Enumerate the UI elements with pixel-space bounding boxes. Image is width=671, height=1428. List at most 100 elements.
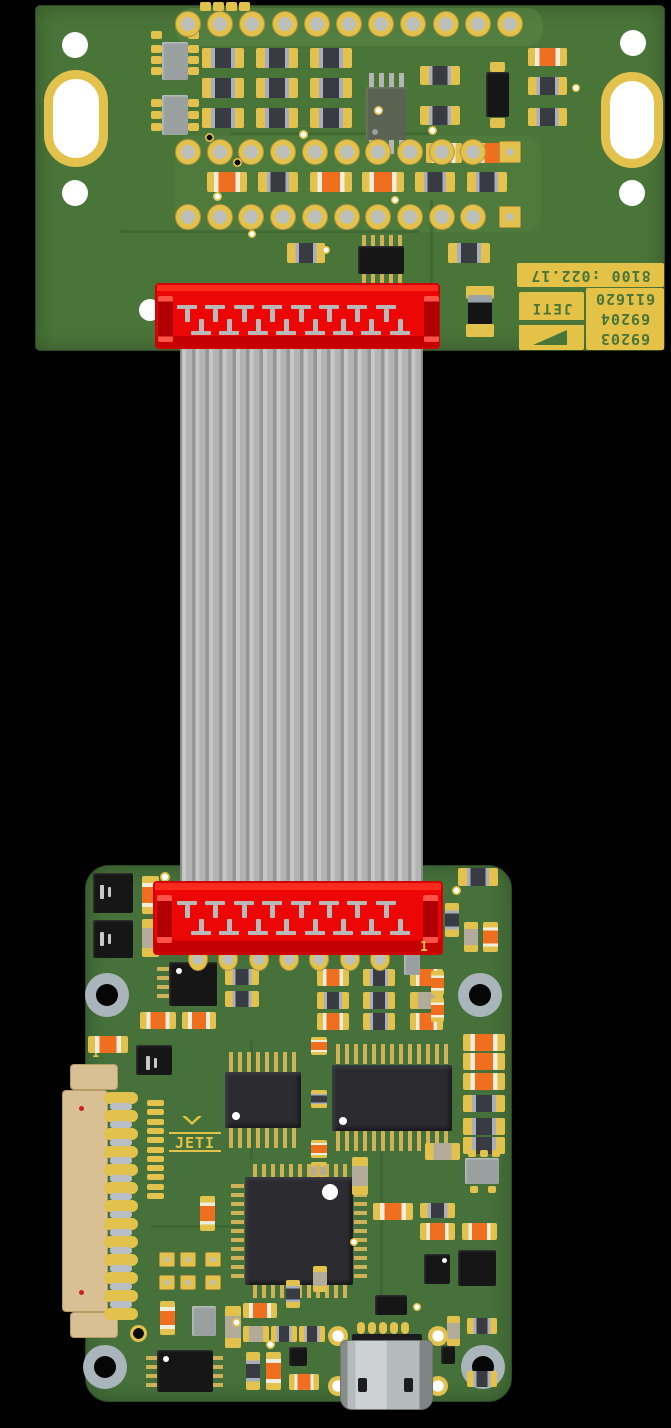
pin1-marker	[442, 1258, 447, 1263]
via	[213, 192, 222, 201]
smd-resistor	[448, 243, 490, 263]
smd-resistor	[299, 1326, 325, 1342]
ffc-contact	[104, 1092, 138, 1104]
ic-print-mark	[108, 934, 111, 944]
via	[391, 196, 399, 204]
ffc-contact	[104, 1200, 138, 1212]
solder-pad	[151, 56, 162, 64]
through-hole-pad	[333, 139, 360, 165]
connector-pin	[284, 319, 290, 332]
jeti-logo-text: JETI	[169, 1132, 221, 1152]
via	[232, 1318, 241, 1327]
smd-resistor	[225, 991, 259, 1007]
mounting-hole	[469, 984, 491, 1006]
mounting-slot	[601, 72, 663, 168]
ic-print-mark	[100, 932, 104, 946]
usb-mount-pad	[428, 1376, 448, 1396]
smd-resistor	[462, 1223, 497, 1240]
connector-pin	[227, 919, 233, 932]
smd-resistor	[310, 48, 352, 68]
solder-pad	[226, 2, 237, 11]
ffc-contact	[104, 1290, 138, 1302]
through-hole-pad	[464, 11, 491, 37]
ic-chip	[486, 72, 509, 117]
ic-pins	[336, 1131, 448, 1151]
solder-pad	[488, 1186, 496, 1193]
ffc-contact-slot	[110, 1211, 132, 1218]
pcb-trace	[380, 1150, 383, 1300]
through-hole-pad	[207, 11, 234, 37]
ffc-contact-slot	[110, 1175, 132, 1182]
idc-connector-bottom	[153, 881, 443, 955]
ic-chip	[358, 246, 404, 274]
smd-resistor	[256, 78, 298, 98]
through-hole-pad	[460, 204, 487, 230]
through-hole-pad	[239, 11, 266, 37]
silkscreen-part-number: 8100 :022.17	[530, 267, 651, 285]
ffc-contact-slot	[110, 1121, 132, 1128]
connector-pin	[233, 901, 254, 905]
ic-pins	[157, 967, 170, 1003]
ffc-connector-body	[62, 1090, 108, 1312]
solder-pad	[147, 1127, 164, 1134]
through-hole-pad	[303, 11, 330, 37]
silkscreen-part-number-block: 8100 :022.17	[517, 263, 664, 287]
connector-pin	[276, 331, 297, 335]
connector-latch	[423, 895, 438, 943]
through-hole-pad	[400, 11, 427, 37]
silkscreen-serial: 69204	[599, 310, 651, 328]
ic-chip	[93, 920, 133, 958]
through-hole-pad	[396, 139, 423, 165]
smd-capacitor	[425, 1143, 460, 1160]
connector-pin	[191, 331, 211, 335]
smd-resistor	[246, 1352, 260, 1390]
ic-chip	[289, 1347, 307, 1366]
smd-capacitor	[313, 1266, 327, 1292]
solder-pad	[404, 951, 420, 975]
smd-resistor	[420, 1223, 455, 1240]
smd-resistor	[286, 1280, 300, 1308]
solder-pad	[492, 1150, 500, 1157]
ic-pins	[354, 1184, 367, 1279]
through-hole-pad	[175, 204, 201, 230]
connector-pin	[369, 919, 375, 932]
connector-pin	[397, 319, 403, 332]
smd-resistor	[310, 172, 352, 192]
smd-resistor	[483, 922, 498, 952]
pin1-marker	[232, 1112, 240, 1120]
through-hole-pad	[432, 11, 459, 37]
via	[374, 106, 383, 115]
connector-pin	[389, 931, 410, 935]
solder-pad	[147, 1100, 164, 1106]
smd-resistor	[317, 992, 349, 1009]
ic-pins	[229, 1052, 297, 1072]
silkscreen-serial-block: 611620 69204 69203	[586, 288, 664, 350]
usb-latch-slot	[404, 1378, 413, 1392]
connector-pin	[383, 309, 389, 322]
solder-pad	[159, 1252, 175, 1267]
ic-pins	[369, 73, 404, 87]
ic-pins	[146, 1356, 158, 1390]
solder-pad	[180, 1275, 196, 1290]
smd-resistor	[266, 1352, 281, 1390]
ffc-contact	[104, 1272, 138, 1284]
connector-pin	[199, 919, 204, 932]
pin1-marker	[163, 1356, 169, 1362]
connector-pin	[389, 331, 410, 335]
ffc-pin1-label: 1	[92, 1046, 100, 1060]
mounting-slot	[44, 70, 108, 167]
ffc-contact	[104, 1182, 138, 1194]
smd-resistor	[528, 77, 567, 95]
usb-signal-pad	[379, 1322, 387, 1334]
solder-pad	[205, 1275, 221, 1290]
connector-pin	[213, 309, 219, 322]
ic-chip	[192, 1306, 216, 1336]
mounting-hole	[94, 1356, 116, 1378]
idc-connector-top	[155, 283, 440, 349]
solder-pad	[151, 99, 162, 107]
solder-pad	[159, 1275, 175, 1290]
ic-print-mark	[108, 887, 111, 897]
solder-pad	[147, 1137, 164, 1144]
solder-pad	[188, 123, 199, 131]
ffc-contact	[104, 1164, 138, 1176]
